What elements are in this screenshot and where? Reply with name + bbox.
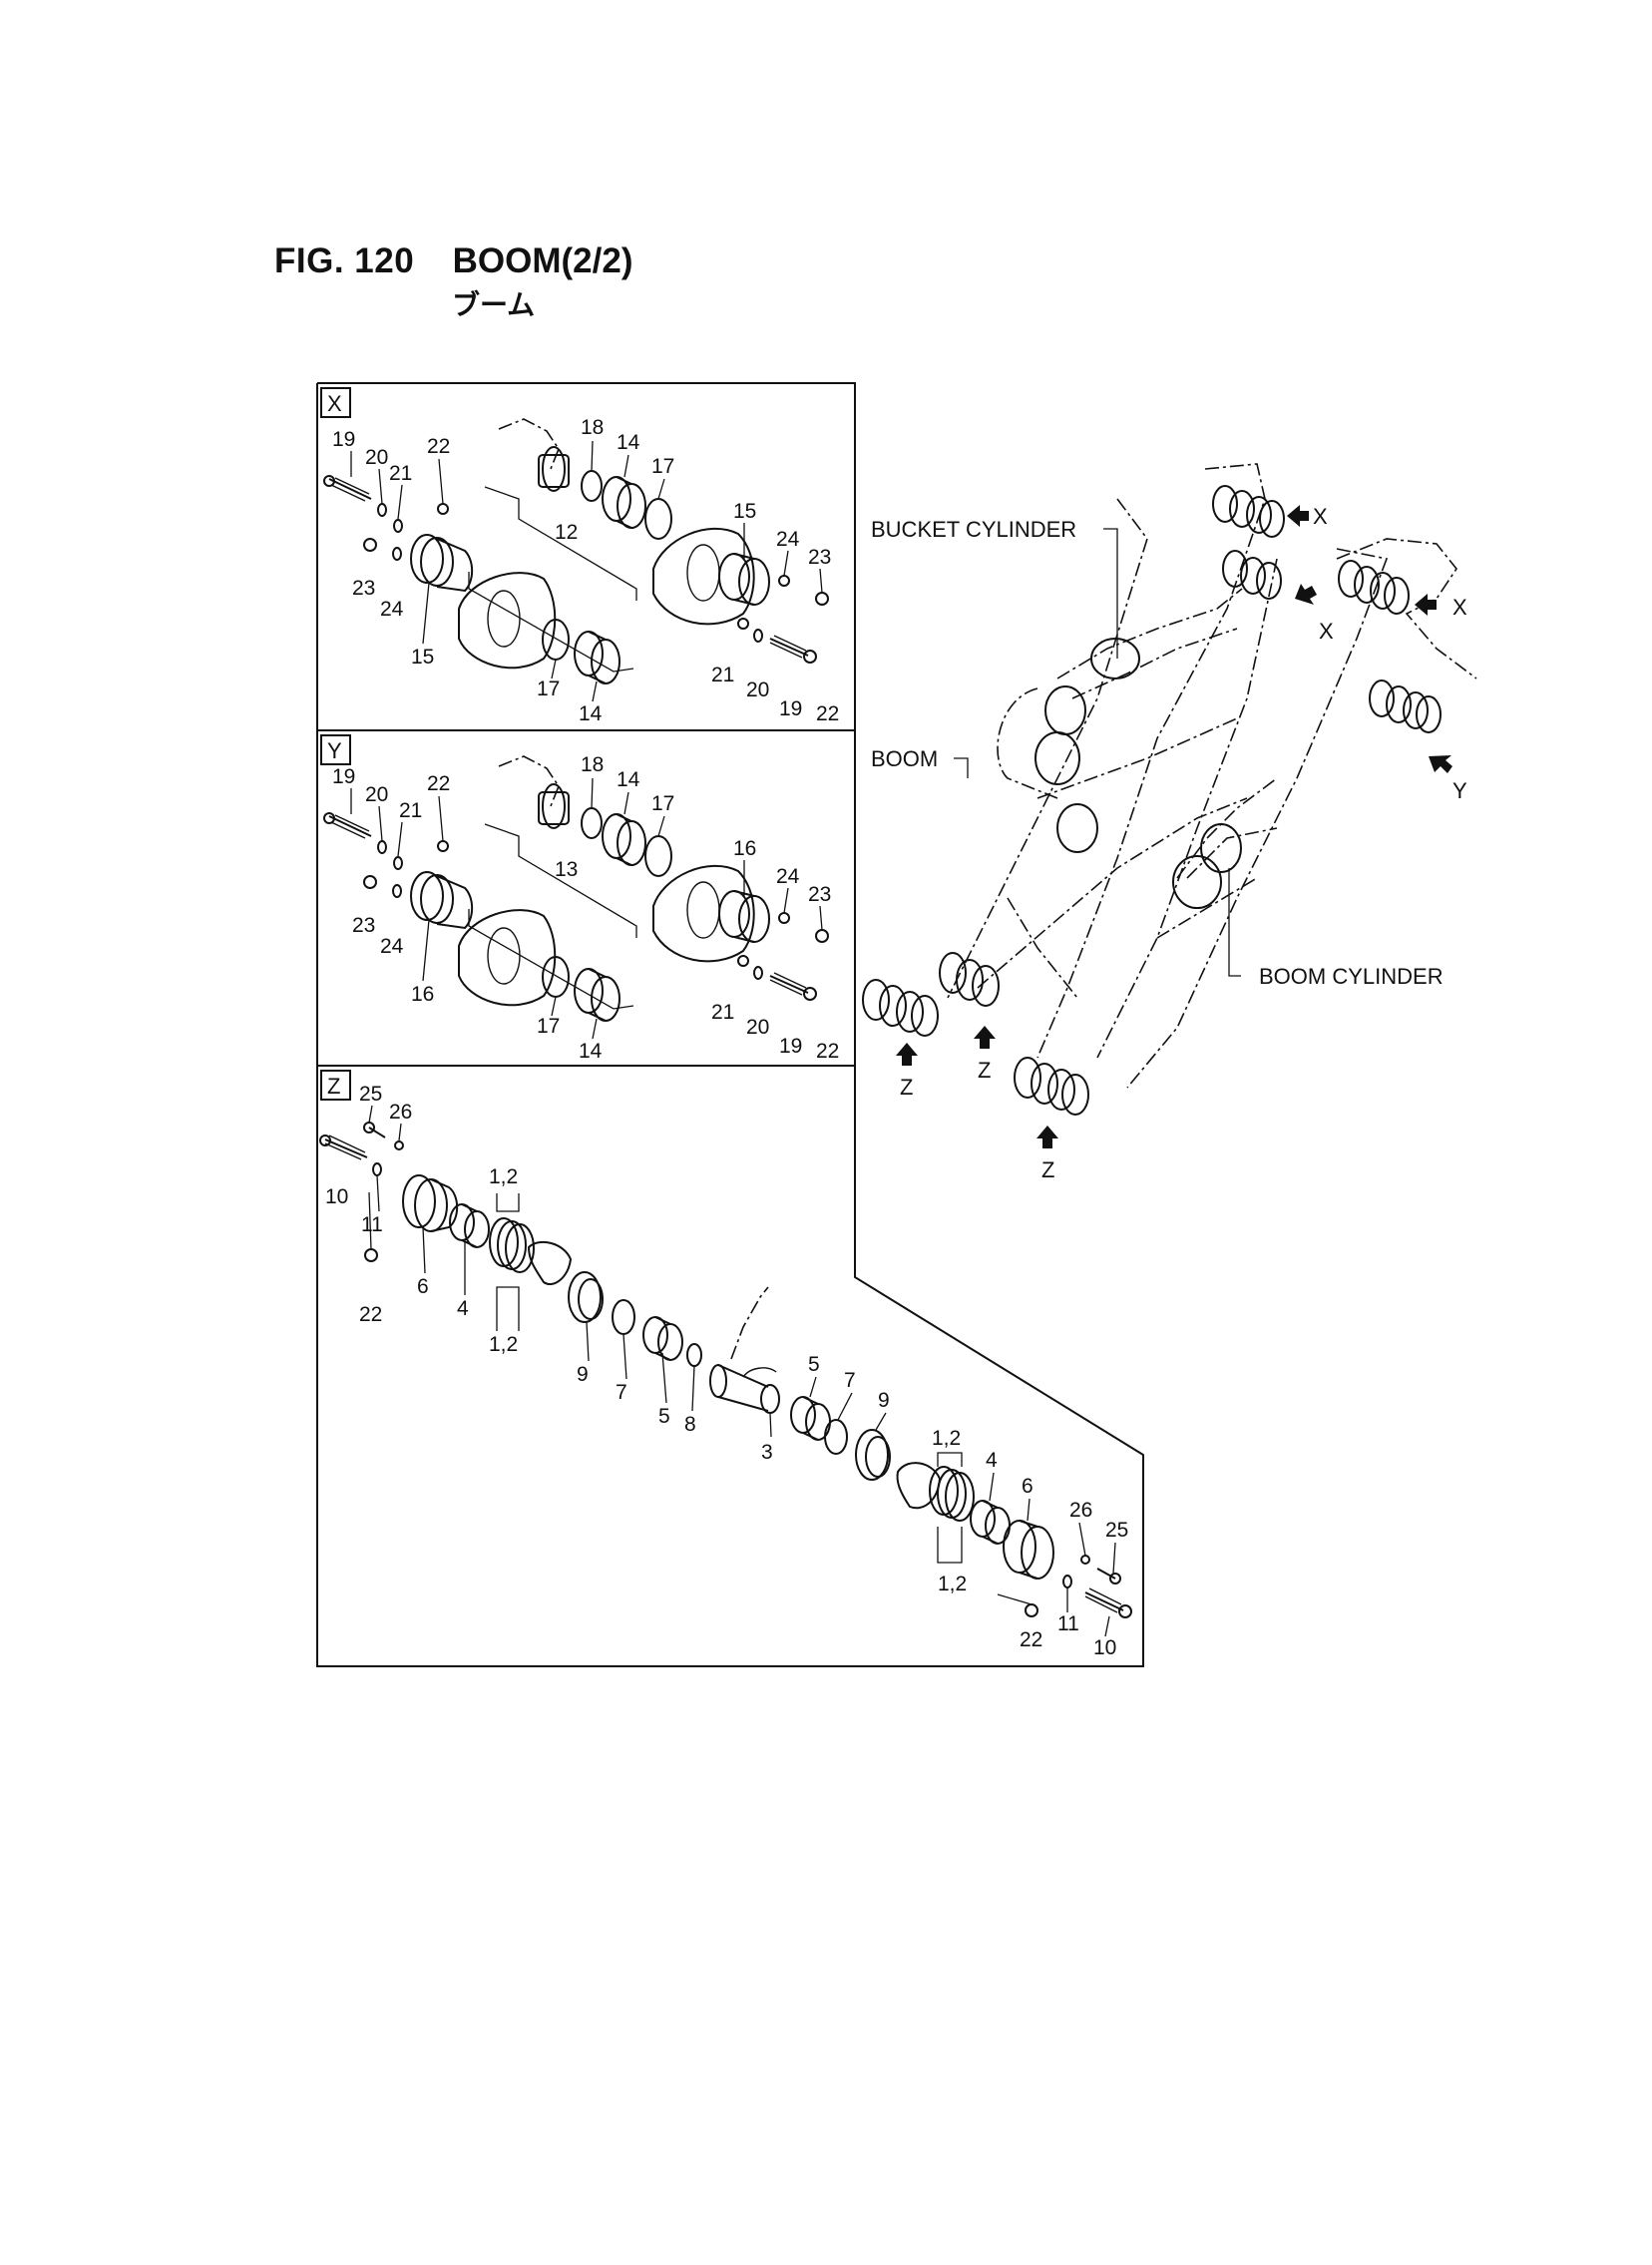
part-number: 22	[427, 772, 450, 795]
part-number: 7	[616, 1381, 627, 1404]
figure-number: FIG. 120	[274, 241, 415, 280]
part-number: 17	[537, 678, 560, 700]
part-number: 3	[761, 1441, 773, 1464]
part-number: 7	[844, 1369, 856, 1392]
part-number: 18	[581, 753, 604, 776]
part-number: 13	[555, 858, 578, 881]
part-number: 1,2	[489, 1333, 518, 1356]
part-number: 14	[579, 1040, 603, 1063]
part-number: 5	[658, 1405, 670, 1428]
section-y-labels: 19 20 21 22 18 14 17 13 16 23 24 16 24 2…	[332, 753, 839, 1063]
callout-boom: BOOM	[871, 746, 938, 771]
arrow-letter-x: X	[1319, 619, 1334, 644]
arrow-letter-x: X	[1313, 504, 1328, 529]
part-number: 25	[359, 1083, 382, 1106]
callout-bucket-cylinder: BUCKET CYLINDER	[871, 517, 1076, 542]
part-number: 16	[411, 983, 434, 1006]
part-number: 1,2	[938, 1573, 967, 1595]
section-x-labels: 19 20 21 22 18 14 17 12 15 23 24 15 24 2…	[332, 416, 839, 725]
part-number: 21	[389, 462, 412, 485]
part-number: 26	[389, 1101, 412, 1124]
part-number: 11	[1057, 1612, 1079, 1635]
part-number: 21	[711, 1001, 734, 1024]
arrow-letter-y: Y	[1452, 778, 1467, 803]
part-number: 20	[365, 446, 388, 469]
figure-name: BOOM(2/2)	[452, 241, 633, 280]
part-number: 14	[617, 768, 640, 791]
part-number: 4	[986, 1449, 998, 1472]
part-number: 15	[733, 500, 756, 523]
section-label-y: Y	[327, 738, 342, 763]
part-number: 9	[878, 1389, 890, 1412]
boom-assembly-view	[862, 463, 1477, 1148]
part-number: 23	[808, 883, 831, 906]
part-number: 6	[417, 1275, 429, 1298]
part-number: 26	[1069, 1499, 1092, 1522]
section-z-labels: 25 26 10 11 22 6 4 1,2 1,2 9 7 5 8 5 3 7…	[325, 1083, 1128, 1659]
part-number: 24	[776, 528, 800, 551]
part-number: 14	[579, 702, 603, 725]
part-number: 21	[711, 664, 734, 686]
arrow-letter-x: X	[1452, 595, 1467, 620]
part-number: 8	[684, 1413, 696, 1436]
part-number: 19	[779, 1035, 802, 1058]
section-x-parts	[323, 418, 829, 684]
part-number: 20	[365, 783, 388, 806]
part-number: 22	[1020, 1628, 1042, 1651]
arrow-letter-z: Z	[900, 1075, 913, 1100]
arrow-letter-z: Z	[1041, 1157, 1054, 1182]
part-number: 22	[816, 1040, 839, 1063]
part-number: 21	[399, 799, 422, 822]
part-number: 16	[733, 837, 756, 860]
arrow-letter-z: Z	[978, 1058, 991, 1083]
part-number: 22	[816, 702, 839, 725]
part-number: 1,2	[489, 1165, 518, 1188]
part-number: 10	[1093, 1636, 1116, 1659]
part-number: 9	[577, 1363, 589, 1386]
part-number: 19	[779, 697, 802, 720]
part-number: 23	[808, 546, 831, 569]
part-number: 19	[332, 765, 355, 788]
part-number: 20	[746, 1016, 769, 1039]
part-number: 6	[1022, 1475, 1033, 1498]
part-number: 17	[651, 792, 674, 815]
part-number: 19	[332, 428, 355, 451]
part-number: 14	[617, 431, 640, 454]
part-number: 24	[380, 598, 404, 621]
part-number: 18	[581, 416, 604, 439]
part-number: 1,2	[932, 1427, 961, 1450]
detail-panels-frame	[316, 382, 1144, 1667]
part-number: 17	[651, 455, 674, 478]
part-number: 10	[325, 1185, 348, 1208]
part-number: 25	[1105, 1519, 1128, 1542]
part-number: 24	[380, 935, 404, 958]
part-number: 5	[808, 1353, 820, 1376]
part-number: 4	[457, 1297, 469, 1320]
part-number: 23	[352, 914, 375, 937]
figure-subtitle: ブーム	[452, 289, 536, 320]
section-y-parts	[323, 755, 829, 1040]
section-label-x: X	[327, 391, 342, 416]
part-number: 11	[361, 1213, 383, 1236]
part-number: 23	[352, 577, 375, 600]
part-number: 12	[555, 521, 578, 544]
part-number: 24	[776, 865, 800, 888]
section-label-z: Z	[327, 1074, 340, 1099]
part-number: 22	[427, 435, 450, 458]
part-number: 17	[537, 1015, 560, 1038]
section-z-parts	[319, 1122, 1132, 1618]
part-number: 15	[411, 646, 434, 669]
callout-boom-cylinder: BOOM CYLINDER	[1259, 964, 1444, 989]
part-number: 22	[359, 1303, 382, 1326]
figure-title-block: FIG. 120 BOOM(2/2) ブーム	[274, 241, 633, 320]
part-number: 20	[746, 679, 769, 701]
